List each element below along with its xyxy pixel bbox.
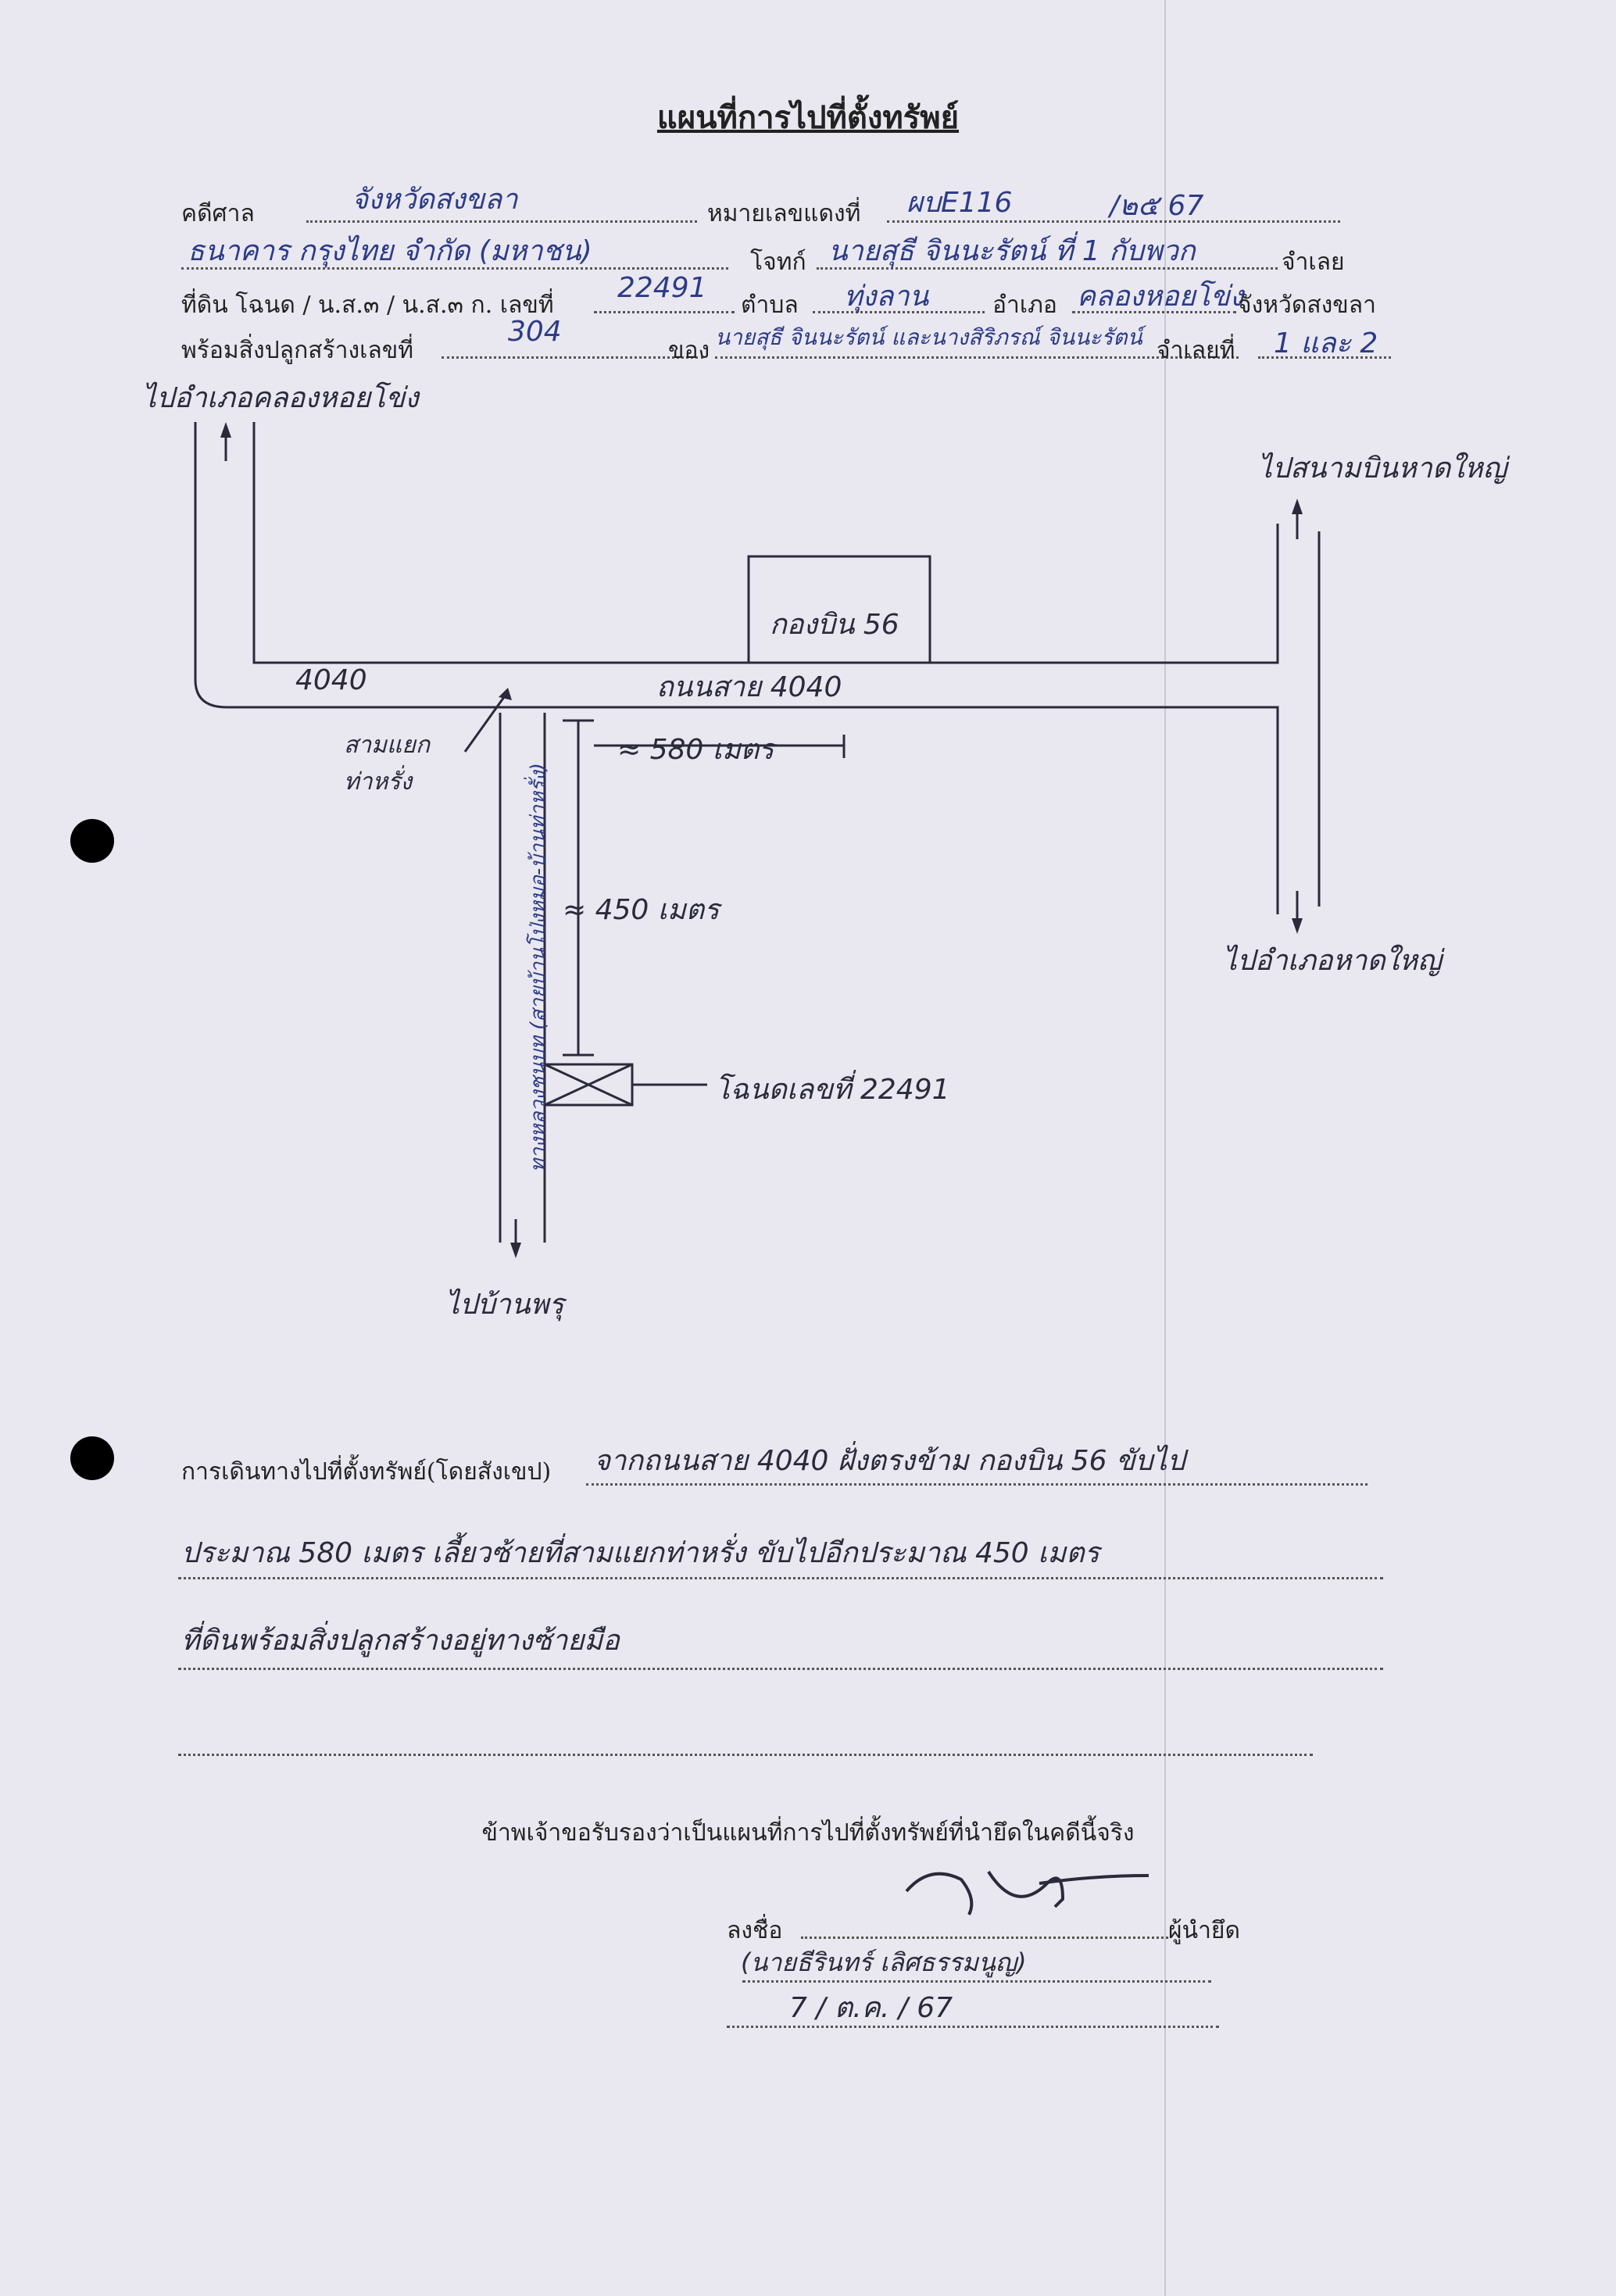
owner-value: นายสุธี จินนะรัตน์ และนางสิริภรณ์ จินนะร… bbox=[715, 324, 1142, 350]
case-no-value: ผบE116 bbox=[906, 187, 1013, 219]
amphoe-label: อำเภอ bbox=[992, 291, 1057, 319]
court-dotline bbox=[306, 220, 697, 223]
directions-dotline-2 bbox=[178, 1577, 1383, 1579]
building-value: 304 bbox=[508, 316, 562, 348]
deed-value: 22491 bbox=[617, 272, 707, 304]
label-gas-station: กองบิน 56 bbox=[770, 609, 899, 641]
junction-leader bbox=[463, 691, 509, 753]
owner-dotline bbox=[715, 356, 1239, 359]
label-road-4040: ถนนสาย 4040 bbox=[656, 671, 842, 703]
defendant-no-dotline bbox=[1258, 356, 1391, 359]
plaintiff-label: โจทก์ bbox=[750, 249, 806, 276]
label-road-4040-left: 4040 bbox=[295, 664, 367, 696]
court-label: คดีศาล bbox=[181, 200, 255, 227]
directions-line-1: จากถนนสาย 4040 ฝั่งตรงข้าม กองบิน 56 ขับ… bbox=[594, 1445, 1185, 1477]
punch-hole-bottom bbox=[70, 1436, 114, 1480]
case-no-dotline bbox=[887, 220, 1340, 223]
tambon-label: ตำบล bbox=[741, 291, 799, 319]
signer-name: (นายธีรินทร์ เลิศธรรมนูญ) bbox=[741, 1947, 1027, 1977]
deed-dotline bbox=[594, 311, 735, 313]
defendant-no-label: จำเลยที่ bbox=[1157, 337, 1235, 364]
label-deed: โฉนดเลขที่ 22491 bbox=[715, 1074, 950, 1106]
amphoe-value: คลองหอยโข่ง bbox=[1077, 281, 1244, 313]
fold-line bbox=[1164, 0, 1166, 2296]
arrow-up-right bbox=[1292, 499, 1303, 514]
signature-stroke bbox=[905, 1870, 1149, 1915]
case-year-value: /๒๕ 67 bbox=[1110, 190, 1204, 222]
arrow-up-left bbox=[220, 422, 231, 438]
arrow-down-right bbox=[1292, 918, 1303, 934]
sign-label: ลงชื่อ bbox=[727, 1917, 783, 1944]
plaintiff-value: นายสุธี จินนะรัตน์ ที่ 1 กับพวก bbox=[828, 235, 1196, 267]
arrow-junction bbox=[499, 688, 512, 700]
sign-date: 7 / ต.ค. / 67 bbox=[789, 1992, 953, 2024]
building-dotline bbox=[442, 356, 703, 359]
directions-label: การเดินทางไปที่ตั้งทรัพย์(โดยสังเขป) bbox=[181, 1458, 552, 1486]
label-dist-580: ≈ 580 เมตร bbox=[617, 734, 774, 766]
amphoe-dotline bbox=[1072, 311, 1236, 313]
land-label: ที่ดิน โฉนด / น.ส.๓ / น.ส.๓ ก. เลขที่ bbox=[181, 291, 554, 319]
directions-dotline-1 bbox=[586, 1483, 1368, 1486]
property-plot-cross bbox=[544, 1063, 633, 1107]
road-4040-outer-edge bbox=[194, 422, 1279, 914]
seizer-label: ผู้นำยึด bbox=[1168, 1917, 1240, 1944]
directions-line-3: ที่ดินพร้อมสิ่งปลูกสร้างอยู่ทางซ้ายมือ bbox=[181, 1625, 620, 1657]
gas-station-building bbox=[747, 555, 931, 664]
of-label: ของ bbox=[668, 337, 710, 364]
case-no-label: หมายเลขแดงที่ bbox=[707, 200, 861, 227]
court-value: จังหวัดสงขลา bbox=[352, 184, 518, 216]
label-to-airport: ไปสนามบินหาดใหญ่ bbox=[1258, 452, 1507, 485]
directions-line-2: ประมาณ 580 เมตร เลี้ยวซ้ายที่สามแยกท่าหร… bbox=[181, 1537, 1099, 1569]
arrow-down-bottom bbox=[510, 1243, 521, 1258]
province-label: จังหวัดสงขลา bbox=[1238, 291, 1377, 319]
name-dotline bbox=[742, 1980, 1211, 1983]
tambon-dotline bbox=[813, 311, 985, 313]
distance-ticks bbox=[563, 719, 594, 1057]
dist-580-bracket bbox=[594, 735, 846, 758]
label-to-khlong-hoi-khong: ไปอำเภอคลองหอยโข่ง bbox=[142, 382, 419, 414]
plaintiff-dotline bbox=[817, 267, 1278, 270]
certification-text: ข้าพเจ้าขอรับรองว่าเป็นแผนที่การไปที่ตั้… bbox=[481, 1819, 1135, 1847]
bank-dotline bbox=[181, 267, 728, 270]
label-to-hat-yai: ไปอำเภอหาดใหญ่ bbox=[1223, 945, 1442, 977]
directions-dotline-3 bbox=[178, 1668, 1383, 1670]
document-title: แผนที่การไปที่ตั้งทรัพย์ bbox=[656, 99, 960, 136]
label-to-ban-phru: ไปบ้านพรุ bbox=[445, 1289, 564, 1321]
label-junction: สามแยกท่าหรั่ง bbox=[344, 731, 431, 796]
sign-dotline bbox=[801, 1937, 1168, 1939]
building-label: พร้อมสิ่งปลูกสร้างเลขที่ bbox=[181, 337, 414, 364]
punch-hole-top bbox=[70, 819, 114, 863]
bank-value: ธนาคาร กรุงไทย จำกัด (มหาชน) bbox=[188, 235, 592, 267]
directions-dotline-4 bbox=[178, 1754, 1313, 1756]
tambon-value: ทุ่งลาน bbox=[844, 281, 929, 313]
defendant-no-value: 1 และ 2 bbox=[1274, 327, 1378, 359]
defendant-label: จำเลย bbox=[1282, 249, 1345, 276]
date-dotline bbox=[727, 2026, 1219, 2028]
label-dist-450: ≈ 450 เมตร bbox=[563, 894, 720, 926]
